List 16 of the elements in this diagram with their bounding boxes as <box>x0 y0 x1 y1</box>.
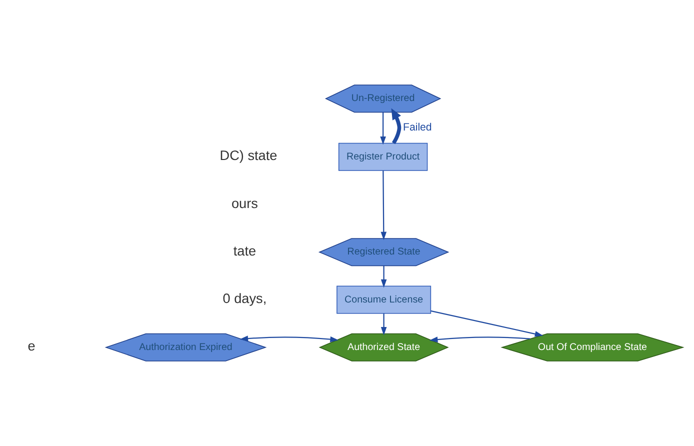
node-box: Register Product <box>338 142 428 171</box>
arrow <box>380 314 387 336</box>
arrow <box>430 310 544 337</box>
label: tate <box>233 243 256 258</box>
label: ours <box>231 196 258 211</box>
node-box: Consume License <box>336 286 432 314</box>
arrow <box>380 170 387 240</box>
label: e <box>28 338 36 354</box>
label: DC) state <box>220 148 278 164</box>
label: 0 days, <box>222 291 267 306</box>
arrow <box>391 108 402 144</box>
arrow <box>380 112 386 145</box>
arrow <box>380 266 387 288</box>
arrow <box>429 336 530 342</box>
arrow <box>240 336 339 342</box>
edge-label: Failed <box>403 122 432 134</box>
